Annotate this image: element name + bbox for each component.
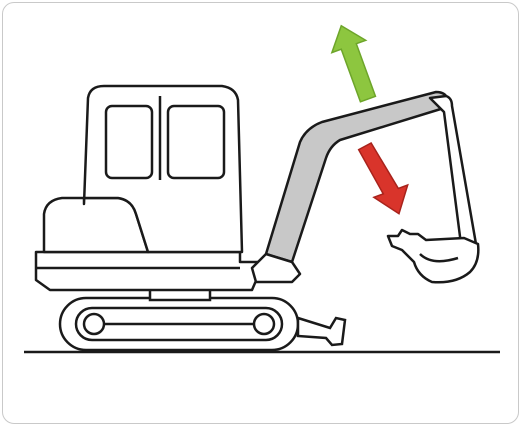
- green-up-arrow-icon: [324, 20, 385, 106]
- red-down-arrow-icon: [356, 136, 416, 220]
- dozer-blade-icon: [298, 318, 345, 345]
- track-icon: [60, 298, 298, 350]
- bucket-icon: [388, 230, 478, 282]
- arm-icon: [430, 96, 476, 252]
